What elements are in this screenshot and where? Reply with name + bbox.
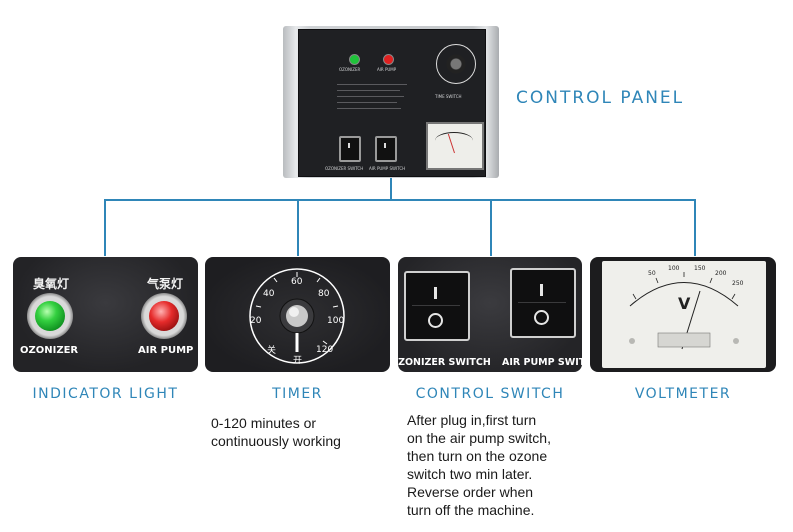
voltmeter-tick-50: 50 [648, 270, 656, 277]
switch-description-line: Reverse order when [407, 484, 534, 500]
timer-description: 0-120 minutes or continuously working [211, 414, 391, 450]
ozonizer-rocker-switch [404, 271, 470, 341]
mini-air-pump-light [383, 54, 394, 65]
ozonizer-light-label: OZONIZER [20, 345, 79, 356]
voltmeter-unit: V [678, 294, 691, 313]
timer-on-label: 开 [293, 355, 302, 366]
indicator-light-photo: 臭氧灯 气泵灯 OZONIZER AIR PUMP [13, 257, 198, 372]
control-panel-face: OZONIZER AIR PUMP TIME SWITCH OZONIZER S… [298, 29, 486, 177]
mini-instruction-text-block [337, 80, 407, 120]
timer-tick-20: 20 [250, 316, 262, 326]
air-pump-switch-label: AIR PUMP SWITCH [502, 357, 582, 368]
connector-drop-switch [490, 199, 492, 256]
timer-photo: 60 40 80 20 100 120 关 开 [205, 257, 390, 372]
control-panel-title: CONTROL PANEL [516, 88, 685, 108]
mini-air-pump-label: AIR PUMP [377, 67, 397, 72]
connector-bar [104, 199, 696, 201]
mini-timer-knob [436, 44, 476, 84]
control-switch-description: After plug in,first turn on the air pump… [407, 411, 587, 519]
timer-description-line: continuously working [211, 433, 341, 449]
timer-caption: TIMER [272, 386, 323, 402]
switch-description-line: switch two min later. [407, 466, 533, 482]
voltmeter-photo: 50 100 150 200 250 V [590, 257, 776, 372]
timer-dial: 60 40 80 20 100 120 关 开 [249, 268, 345, 366]
switch-description-line: After plug in,first turn [407, 412, 537, 428]
ozonizer-indicator-light [27, 293, 73, 339]
connector-drop-voltmeter [694, 199, 696, 256]
indicator-light-caption: INDICATOR LIGHT [32, 386, 179, 402]
timer-tick-60: 60 [291, 277, 303, 287]
control-switch-photo: OZONIZER SWITCH AIR PUMP SWITCH [398, 257, 582, 372]
voltmeter-tick-100: 100 [668, 265, 680, 272]
air-pump-indicator-light [141, 293, 187, 339]
timer-description-line: 0-120 minutes or [211, 415, 317, 431]
air-pump-light-label: AIR PUMP [138, 345, 194, 356]
voltmeter-scale: 50 100 150 200 250 V [629, 265, 744, 350]
mini-ozonizer-light [349, 54, 360, 65]
voltmeter-tick-250: 250 [732, 280, 744, 287]
connector-drop-timer [297, 199, 299, 256]
voltmeter-tick-150: 150 [694, 265, 706, 272]
mini-time-switch-label: TIME SWITCH [435, 94, 462, 99]
switch-description-line: on the air pump switch, [407, 430, 551, 446]
timer-tick-100: 100 [327, 316, 344, 326]
mini-ozonizer-switch [339, 136, 361, 162]
mini-air-pump-switch [375, 136, 397, 162]
control-panel-photo: OZONIZER AIR PUMP TIME SWITCH OZONIZER S… [283, 26, 499, 178]
mini-air-pump-switch-label: AIR PUMP SWITCH [369, 166, 406, 171]
switch-description-line: turn off the machine. [407, 502, 535, 518]
switch-description-line: then turn on the ozone [407, 448, 548, 464]
control-switch-caption: CONTROL SWITCH [415, 386, 565, 402]
connector-stem [390, 178, 392, 200]
air-pump-light-cn-label: 气泵灯 [147, 277, 184, 291]
ozonizer-switch-label: OZONIZER SWITCH [398, 357, 491, 368]
timer-off-label: 关 [267, 344, 276, 356]
connector-drop-indicator [104, 199, 106, 256]
ozonizer-light-cn-label: 臭氧灯 [33, 277, 70, 291]
voltmeter-face: 50 100 150 200 250 V [602, 261, 766, 368]
timer-tick-40: 40 [263, 289, 275, 299]
air-pump-rocker-switch [510, 268, 576, 338]
timer-tick-120: 120 [316, 345, 333, 355]
mini-voltmeter [426, 122, 484, 170]
voltmeter-tick-200: 200 [715, 270, 727, 277]
mini-ozonizer-label: OZONIZER [339, 67, 361, 72]
mini-ozonizer-switch-label: OZONIZER SWITCH [325, 166, 364, 171]
voltmeter-caption: VOLTMETER [634, 386, 732, 402]
timer-tick-80: 80 [318, 289, 330, 299]
